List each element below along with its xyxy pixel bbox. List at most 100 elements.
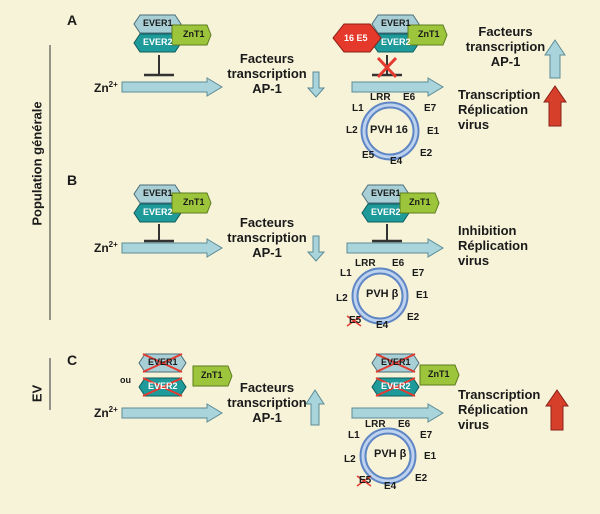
panel-c-right-ever2-label: EVER2 [381,381,411,391]
panel-a-down-arrow [306,71,326,98]
panel-a-gene-l1: L1 [352,103,364,114]
panel-a-right-ever1-label: EVER1 [381,18,411,28]
ever2-cross-2 [375,377,416,397]
panel-b-factor-line2: transcription [227,229,307,245]
znt1-protein [171,24,212,46]
panel-c-right-protein-complex [371,353,460,397]
panel-a-result-line5: Réplication [458,101,529,117]
panel-a-result-line3: AP-1 [490,53,521,69]
panel-c-zinc-charge: 2+ [108,405,118,414]
panel-a-result-text-1: Facteurs transcription AP-1 [458,24,553,70]
panel-c-gene-l1: L1 [348,430,360,441]
panel-a-gene-e7: E7 [424,103,437,114]
panel-a-factor-line3: AP-1 [252,80,282,96]
panel-b-zinc-arrow [121,238,223,258]
panel-a-virus-circle-inner [362,103,418,159]
panel-b-virus-label: PVH β [366,288,399,300]
panel-b-result-text: Inhibition Réplication virus [458,223,553,269]
panel-c-factor-text: Facteurs transcription AP-1 [222,380,312,426]
panel-a-zinc-label: Zn2+ [94,80,118,96]
panel-a-result-line6: virus [458,116,490,132]
panel-b-result-line2: Réplication [458,237,529,253]
panel-b-gene-e4: E4 [376,320,389,331]
panel-c-left-znt1-label: ZnT1 [201,370,223,380]
panel-b-right-ever2-label: EVER2 [371,207,401,217]
panel-b-zinc-label: Zn2+ [94,240,118,256]
panel-c-gene-e7: E7 [420,430,433,441]
panel-c-factor-line3: AP-1 [252,409,282,425]
panel-a-right-znt1-label: ZnT1 [418,29,440,39]
panel-b-down-arrow [306,235,326,262]
panel-c-gene-e5: E5 [359,475,372,486]
panel-c-zinc-label: Zn2+ [94,405,118,421]
panel-a-right-protein-complex [332,14,448,53]
panel-a-right-arrow [351,77,444,97]
panel-c-right-znt1-label: ZnT1 [428,369,450,379]
panel-b-factor-text: Facteurs transcription AP-1 [222,215,312,261]
znt1-protein [419,364,460,386]
panel-b-letter: B [67,172,78,188]
panel-a-gene-lrr: LRR [370,92,391,103]
panel-b-gene-e2: E2 [407,312,420,323]
panel-c-right-arrow [351,403,444,423]
panel-a-letter: A [67,12,78,28]
panel-c-right-ever1-label: EVER1 [381,357,411,367]
panel-a-factor-text: Facteurs transcription AP-1 [222,51,312,97]
panel-a-up-arrow-red [543,85,567,127]
panel-a-zinc-arrow [121,77,223,97]
panel-b-gene-lrr: LRR [355,258,376,269]
panel-b-result-line1: Inhibition [458,223,517,238]
panel-b-right-arrow [346,238,444,258]
panel-a-up-arrow-blue [544,39,566,79]
panel-c-zinc-symbol: Zn [94,406,109,420]
panel-b-result-line3: virus [458,252,490,268]
znt1-protein [407,24,448,46]
znt1-protein [399,192,440,214]
panel-b-factor-line3: AP-1 [252,244,282,260]
panel-a-result-line2: transcription [465,38,546,54]
ever1-cross-2 [142,353,183,373]
panel-c-result-line2: Réplication [458,401,529,417]
panel-b-right-ever1-label: EVER1 [371,188,401,198]
panel-c-gene-e4: E4 [384,481,397,492]
panel-c-up-arrow-blue [305,389,325,426]
panel-c-result-line1: Transcription [458,387,541,402]
panel-a-16e5-label: 16 E5 [344,33,368,43]
panel-c-up-arrow-red [545,389,569,431]
panel-c-result-text: Transcription Réplication virus [458,387,553,433]
ever2-cross-2 [142,377,183,397]
panel-c-factor-line1: Facteurs [239,380,295,395]
panel-a-result-line1: Facteurs [478,24,533,39]
panel-b-left-znt1-label: ZnT1 [183,197,205,207]
panel-a-zinc-charge: 2+ [108,80,118,89]
ever1-cross-2 [375,353,416,373]
panel-b-left-ever2-label: EVER2 [143,207,173,217]
panel-a-result-text-2: Transcription Réplication virus [458,87,553,133]
panel-c-e5-strike-2 [356,475,372,487]
panel-b-gene-e1: E1 [416,290,429,301]
viral-16e5-protein [332,23,382,53]
znt1-protein [192,365,233,387]
panel-b-gene-e7: E7 [412,268,425,279]
panel-b-gene-l1: L1 [340,268,352,279]
panel-b-e5-strike-2 [346,315,362,327]
panel-a-right-ever2-label: EVER2 [381,37,411,47]
panel-c-gene-l2: L2 [344,454,356,465]
panel-c-left-ever1-label: EVER1 [148,357,178,367]
panel-b-factor-line1: Facteurs [239,215,295,230]
panel-a-gene-e4: E4 [390,156,403,167]
panel-a-gene-e1: E1 [427,126,440,137]
panel-a-left-protein-complex [133,14,212,53]
panel-c-left-ever2-label: EVER2 [148,381,178,391]
panel-c-gene-e1: E1 [424,451,437,462]
panel-b-left-protein-complex [133,184,212,223]
panel-b-right-znt1-label: ZnT1 [409,197,431,207]
panel-a-result-line4: Transcription [458,87,541,102]
panel-c-or-label: ou [120,375,131,385]
panel-a-virus-label: PVH 16 [370,124,408,136]
panel-c-gene-e6: E6 [398,419,411,430]
panel-b-gene-l2: L2 [336,293,348,304]
panel-a-zinc-symbol: Zn [94,81,109,95]
panel-a-gene-e5: E5 [362,150,375,161]
